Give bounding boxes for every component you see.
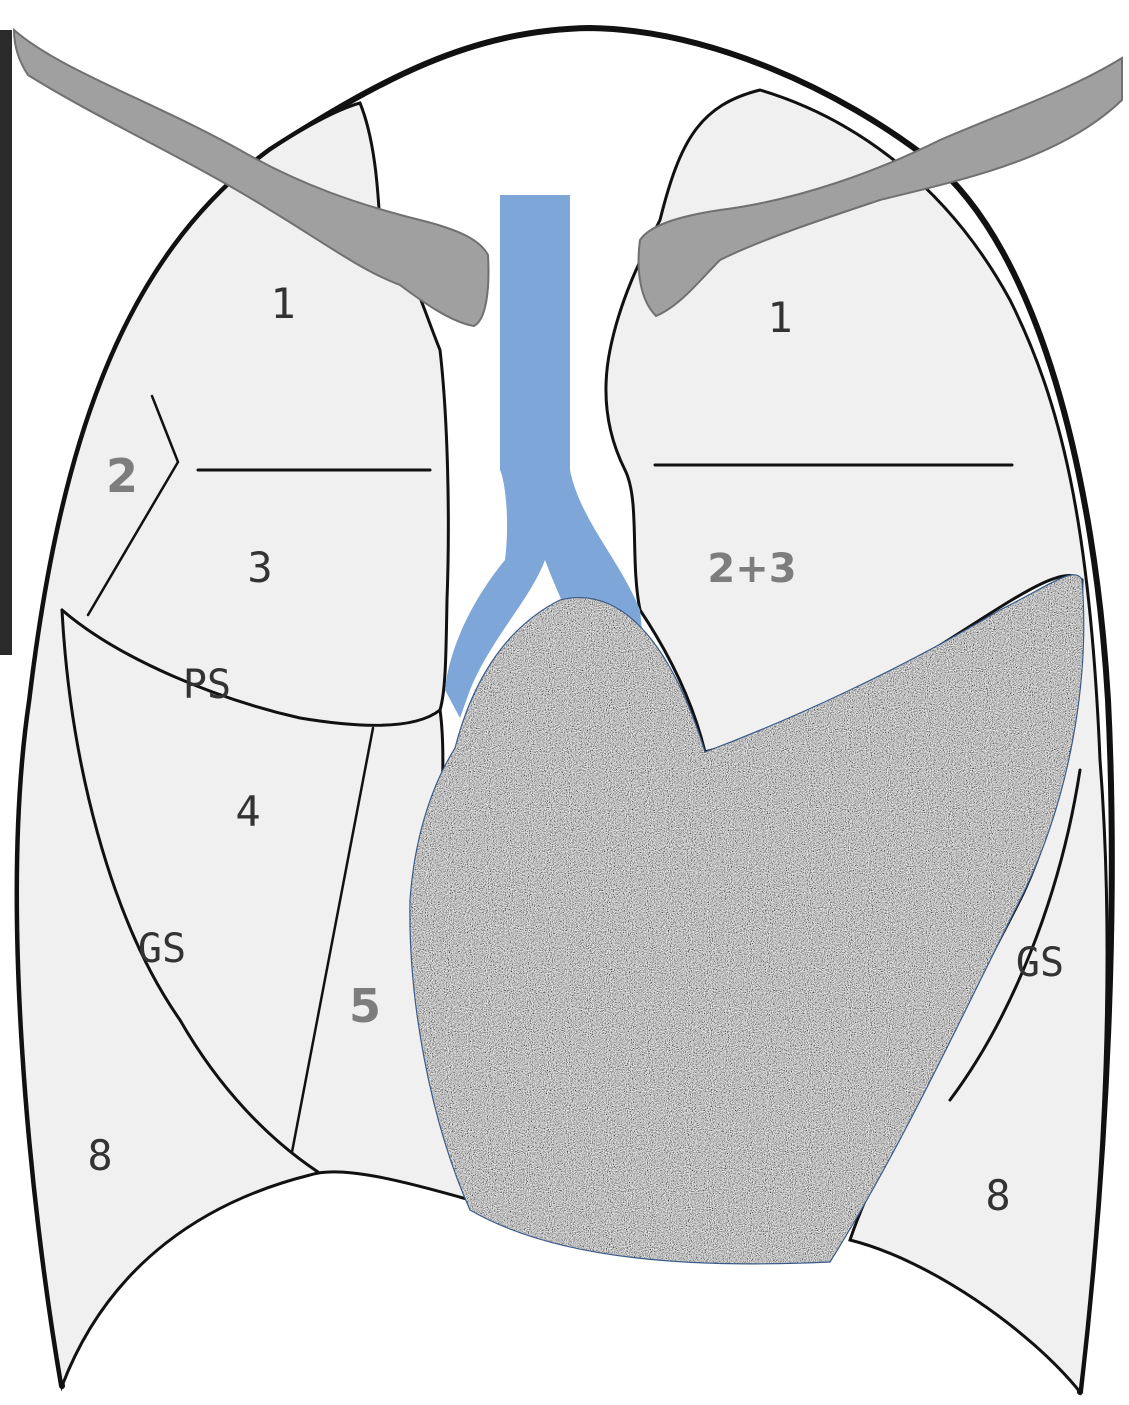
label-left-2-3: 2+3 [707,546,796,592]
label-5: 5 [349,979,381,1033]
label-left-8: 8 [985,1171,1010,1220]
label-right-2: 2 [106,449,138,503]
right-lung [18,103,470,1386]
label-left-1: 1 [767,293,792,342]
right-lung-shape [18,103,470,1386]
label-right-3: 3 [247,543,272,592]
label-right-1: 1 [270,279,295,328]
label-gs-left: GS [1016,940,1064,986]
image-edge-strip [0,30,12,655]
label-right-4: 4 [235,787,260,836]
label-right-8: 8 [87,1131,112,1180]
label-ps: PS [183,662,231,708]
label-gs-right: GS [138,926,186,972]
